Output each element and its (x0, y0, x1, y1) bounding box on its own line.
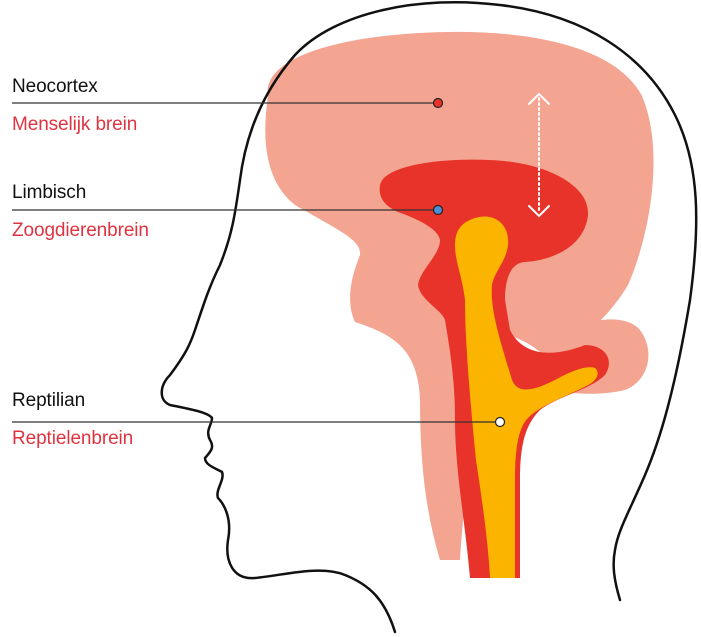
limbic-label: Limbisch (12, 182, 86, 204)
reptilian-subtitle: Reptielenbrein (12, 428, 133, 450)
reptilian-label: Reptilian (12, 390, 85, 412)
reptilian-marker (496, 418, 505, 427)
neocortex-label: Neocortex (12, 76, 98, 98)
neocortex-marker (434, 99, 443, 108)
limbic-subtitle: Zoogdierenbrein (12, 220, 149, 242)
limbic-marker (434, 206, 443, 215)
neocortex-subtitle: Menselijk brein (12, 114, 137, 136)
